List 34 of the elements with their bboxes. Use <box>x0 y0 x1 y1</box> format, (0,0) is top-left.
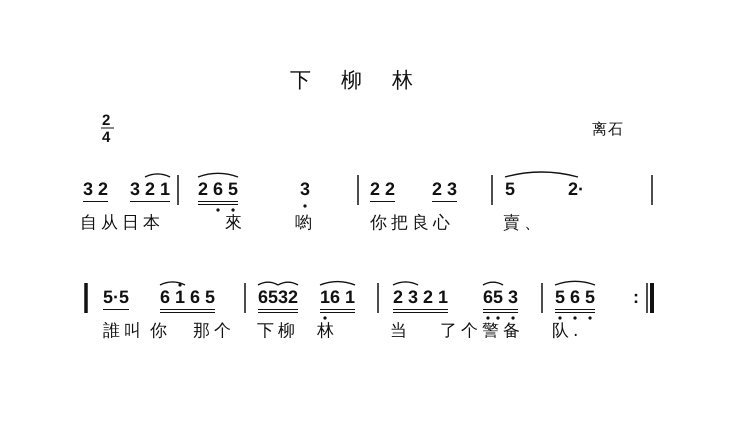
title: 下柳林 <box>290 70 443 91</box>
note-group: 3 2 <box>83 180 108 202</box>
lyric-text: 賣、 <box>503 215 545 232</box>
lyric-text: 自从日本 <box>80 215 164 232</box>
note-group: 2 6 5 <box>198 180 238 205</box>
note-group: 2· <box>568 180 584 201</box>
lyric-text: 你 <box>150 323 171 340</box>
lyric-text: 你把良心 <box>370 215 454 232</box>
lyric-text: 誰叫 <box>103 323 145 340</box>
note-group: 5 6 5 <box>555 288 596 313</box>
lyric-text: 來 <box>225 215 246 232</box>
lyric-text: 了个 <box>440 323 482 340</box>
repeat-sign: : <box>633 288 639 309</box>
lyric-text: 下柳 <box>257 323 299 340</box>
lyric-text: 队. <box>552 323 582 340</box>
lyric-text: 当 <box>390 323 411 340</box>
lyric-text: 警备 <box>482 323 524 340</box>
note-group: 16 1 <box>320 288 356 313</box>
lyric-text: 林 <box>317 323 338 340</box>
time-signature-digit: 2 <box>102 113 110 128</box>
lyric-text: 喲 <box>295 215 316 232</box>
note-group: 6 1 6 5 <box>160 288 216 313</box>
note-group: 5 <box>505 180 516 201</box>
time-signature-digit: 4 <box>102 130 110 145</box>
note-group: 3 <box>300 180 310 201</box>
note-group: 2 3 2 1 <box>393 288 448 313</box>
note-group: 2 2 <box>370 180 396 202</box>
author-name: 离石 <box>592 122 624 137</box>
note-group: 5·5 <box>103 288 130 310</box>
lyric-text: 那个 <box>193 323 235 340</box>
note-group: 65 3 <box>483 288 518 313</box>
note-group: 2 3 <box>432 180 458 202</box>
note-group: 3 2 1 <box>130 180 170 202</box>
note-group: 6532 <box>258 288 298 313</box>
